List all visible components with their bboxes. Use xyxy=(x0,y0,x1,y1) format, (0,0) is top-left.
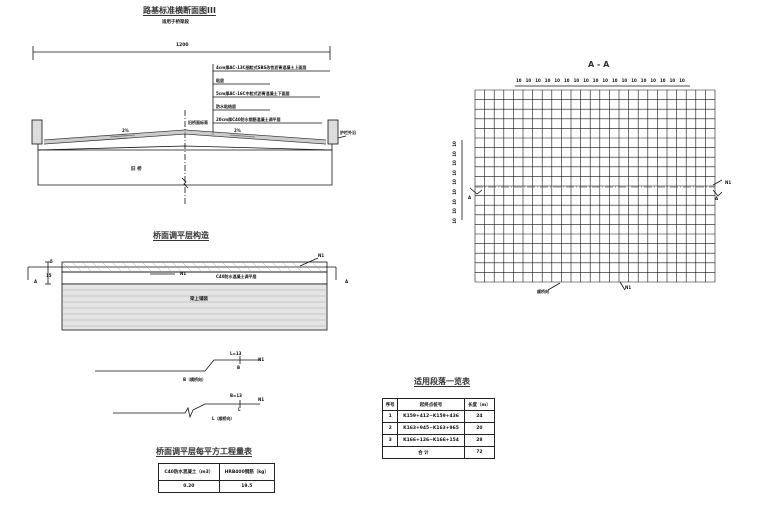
top-spacing-label: 10 xyxy=(612,78,618,83)
table-row-1-length: 24 xyxy=(463,410,496,423)
mark-left: A xyxy=(34,279,38,284)
rebar-b-mid: B xyxy=(237,365,241,370)
left-spacing-label: 10 xyxy=(451,170,457,176)
quantity-table-title: 桥面调平层每平方工程量表 xyxy=(156,447,252,456)
top-spacing-label: 10 xyxy=(679,78,685,83)
top-spacing-label: 10 xyxy=(583,78,589,83)
grid-arrow-right: A xyxy=(715,196,719,201)
rebar-l-top: B=13 xyxy=(230,393,242,398)
rebar-l-mid: L xyxy=(238,407,241,412)
slope-left: 2% xyxy=(122,128,129,133)
dim-5: 5 xyxy=(50,259,53,264)
mark-right: A xyxy=(345,279,349,284)
total-value: 72 xyxy=(463,446,496,459)
top-spacing-label: 10 xyxy=(544,78,551,83)
sec-header-length: 长度（m） xyxy=(463,398,496,411)
grid-bottom-label: 顺桥向 xyxy=(537,289,549,294)
rebar-b-n1: N1 xyxy=(258,357,265,362)
qty-value-rebar: 19.5 xyxy=(218,480,276,493)
top-spacing-label: 10 xyxy=(525,78,532,83)
quantity-table: C40防水混凝土（m3） HRB400钢筋（kg） 0.20 19.5 xyxy=(158,463,276,493)
table-row-3-station: K166+126~K166+154 xyxy=(397,434,465,447)
grid-n1-bottom: N1 xyxy=(625,285,632,290)
top-spacing-label: 10 xyxy=(650,78,656,83)
rebar-l-caption: L（顺桥向） xyxy=(212,416,235,421)
top-spacing-label: 10 xyxy=(669,78,676,83)
n1-label-right: N1 xyxy=(318,253,325,258)
left-spacing-label: 10 xyxy=(451,189,457,195)
top-spacing-label: 10 xyxy=(554,78,560,83)
table-row-3-no: 3 xyxy=(381,434,399,447)
layer-1: 4cm厚AC-13C细粒式SBS改性沥青混凝土上面层 xyxy=(216,65,307,70)
rebar-l-n1: N1 xyxy=(258,397,265,402)
dim-15: 15 xyxy=(46,273,52,278)
top-spacing-label: 10 xyxy=(573,78,580,83)
section-aa-title: A - A xyxy=(588,60,610,69)
rebar-b-top: L=13 xyxy=(230,351,242,356)
qty-header-rebar: HRB400钢筋（kg） xyxy=(218,463,276,481)
top-spacing-label: 10 xyxy=(621,78,628,83)
top-spacing-label: 10 xyxy=(602,78,608,83)
table-row-2-no: 2 xyxy=(381,422,399,435)
layer-4: 防水粘结层 xyxy=(216,104,236,109)
left-spacing-label: 10 xyxy=(451,160,457,166)
rebar-b-caption: B（横桥向） xyxy=(183,377,207,382)
left-spacing-label: 10 xyxy=(451,179,457,186)
top-spacing-label: 10 xyxy=(535,78,541,83)
sec-header-no: 序号 xyxy=(381,398,399,411)
leveling-title: 桥面调平层构造 xyxy=(153,231,209,240)
top-spacing-label: 10 xyxy=(516,78,522,83)
left-spacing-label: 10 xyxy=(451,198,457,205)
mesh-grid xyxy=(474,89,716,283)
left-spacing-label: 10 xyxy=(451,218,457,224)
sec-header-station: 起终点桩号 xyxy=(397,398,465,411)
cross-section-subtitle: 适用于桥梁段 xyxy=(162,20,189,25)
top-spacing-label: 10 xyxy=(631,78,637,83)
left-spacing-label: 10 xyxy=(451,141,457,147)
width-dimension: 1200 xyxy=(176,43,189,48)
table-row-2-station: K163+945~K163+965 xyxy=(397,422,465,435)
layer-5: 20cm厚C40防水钢筋混凝土调平层 xyxy=(216,117,281,122)
slope-right: 2% xyxy=(234,128,241,133)
table-row-1-station: K159+412~K159+436 xyxy=(397,410,465,423)
total-label: 合 计 xyxy=(382,446,465,459)
grid-arrow-left: A xyxy=(468,195,472,200)
table-row-1-no: 1 xyxy=(381,410,399,423)
centerline-label: 旧桥面标高 xyxy=(188,120,208,125)
top-spacing-label: 10 xyxy=(592,78,599,83)
guardrail-label: 护栏外沿 xyxy=(340,130,356,135)
section-table-title: 适用段落一览表 xyxy=(414,377,470,386)
table-row-3-length: 28 xyxy=(463,434,496,447)
cross-section-title: 路基标准横断面图III xyxy=(143,6,216,15)
table-row-2-length: 20 xyxy=(463,422,496,435)
left-spacing-label: 10 xyxy=(451,150,457,157)
layer-3: 5cm厚AC-16C中粒式沥青混凝土下面层 xyxy=(216,91,290,96)
bridge-label: 旧 桥 xyxy=(131,167,142,172)
top-spacing-label: 10 xyxy=(564,78,570,83)
n1-label-mid: N1 xyxy=(180,271,187,276)
grid-n1-right: N1 xyxy=(725,180,732,185)
layer-2: 粘层 xyxy=(216,78,224,83)
qty-header-concrete: C40防水混凝土（m3） xyxy=(158,463,220,481)
beam-label: 梁上铺装 xyxy=(190,297,208,302)
left-spacing-label: 10 xyxy=(451,208,457,214)
qty-value-concrete: 0.20 xyxy=(158,480,220,493)
c40-label: C40防水混凝土调平层 xyxy=(216,274,257,279)
top-spacing-label: 10 xyxy=(660,78,666,83)
section-table: 序号 起终点桩号 长度（m） 1 K159+412~K159+436 24 2 … xyxy=(381,398,496,459)
top-spacing-label: 10 xyxy=(640,78,647,83)
